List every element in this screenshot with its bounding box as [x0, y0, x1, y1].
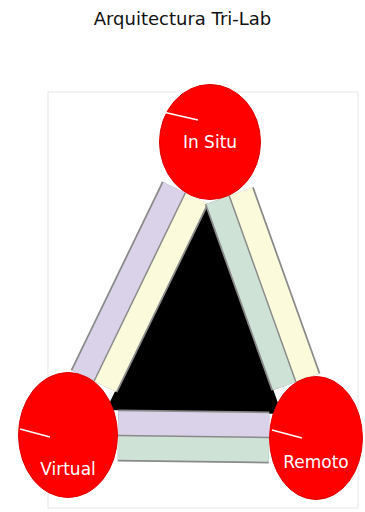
circle-fill — [270, 377, 363, 500]
circle-fill — [160, 85, 261, 200]
diagram-title: Arquitectura Tri-Lab — [0, 8, 365, 29]
band-connector — [217, 192, 307, 387]
band-connector — [118, 423, 269, 450]
lab-circle: In Situ — [159, 84, 261, 200]
band-strip — [217, 200, 284, 386]
band-strip — [118, 423, 269, 425]
circle-shape — [269, 376, 363, 500]
band-connector — [83, 187, 197, 386]
node-text-group: Remoto — [283, 452, 349, 472]
lab-circle: Virtual — [18, 372, 118, 498]
node-label: Virtual — [40, 459, 96, 479]
circle-shape — [18, 372, 118, 498]
lab-circle: Remoto — [269, 376, 363, 500]
circle-mark — [272, 430, 302, 438]
node-label: In Situ — [183, 132, 237, 152]
node-text-group: In Situ — [183, 132, 237, 152]
circle-fill — [19, 373, 118, 498]
circle-mark — [20, 429, 50, 437]
band-strip — [118, 448, 269, 450]
band-outline — [94, 193, 185, 381]
band-strip — [105, 198, 196, 386]
node-label: Remoto — [283, 452, 349, 472]
circle-mark — [163, 112, 198, 120]
node-text-group: Virtual — [40, 459, 96, 479]
